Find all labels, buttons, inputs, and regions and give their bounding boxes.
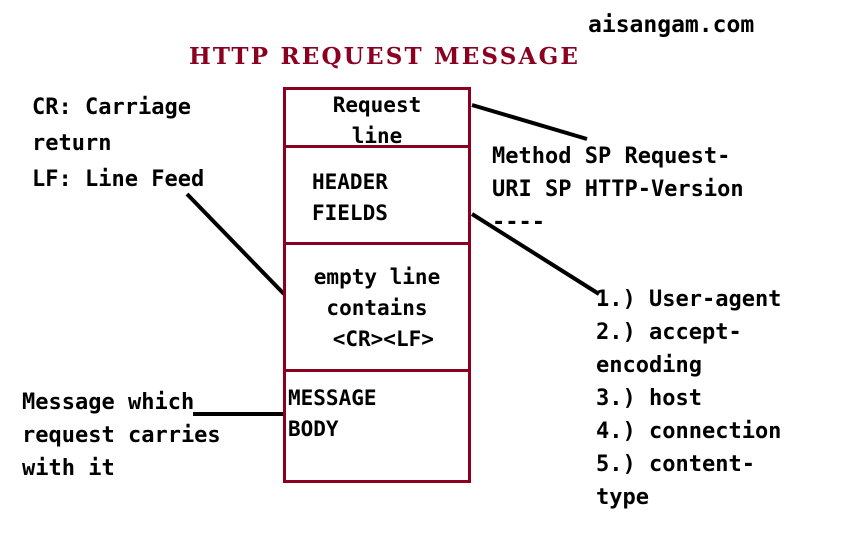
- annotation-request-line-format: Method SP Request- URI SP HTTP-Version -…: [492, 144, 744, 235]
- http-request-message-box: Request line HEADER FIELDS empty line co…: [283, 87, 471, 483]
- box-section-empty-line: empty line contains <CR><LF>: [286, 245, 468, 372]
- leader-line-request-line-to-format: [471, 103, 588, 141]
- box-section-header-fields: HEADER FIELDS: [286, 148, 468, 245]
- annotation-header-fields-list: 1.) User-agent 2.) accept- encoding 3.) …: [596, 287, 782, 510]
- box-section-request-line: Request line: [286, 87, 468, 148]
- diagram-title: HTTP REQUEST MESSAGE: [189, 43, 581, 70]
- leader-line-crlf-legend-to-empty-line: [185, 192, 286, 296]
- annotation-crlf-legend: CR: Carriage return LF: Line Feed: [32, 95, 205, 192]
- annotation-message-body-note: Message which request carries with it: [22, 390, 221, 481]
- site-watermark: aisangam.com: [588, 12, 755, 38]
- box-section-message-body: MESSAGE BODY: [288, 386, 377, 441]
